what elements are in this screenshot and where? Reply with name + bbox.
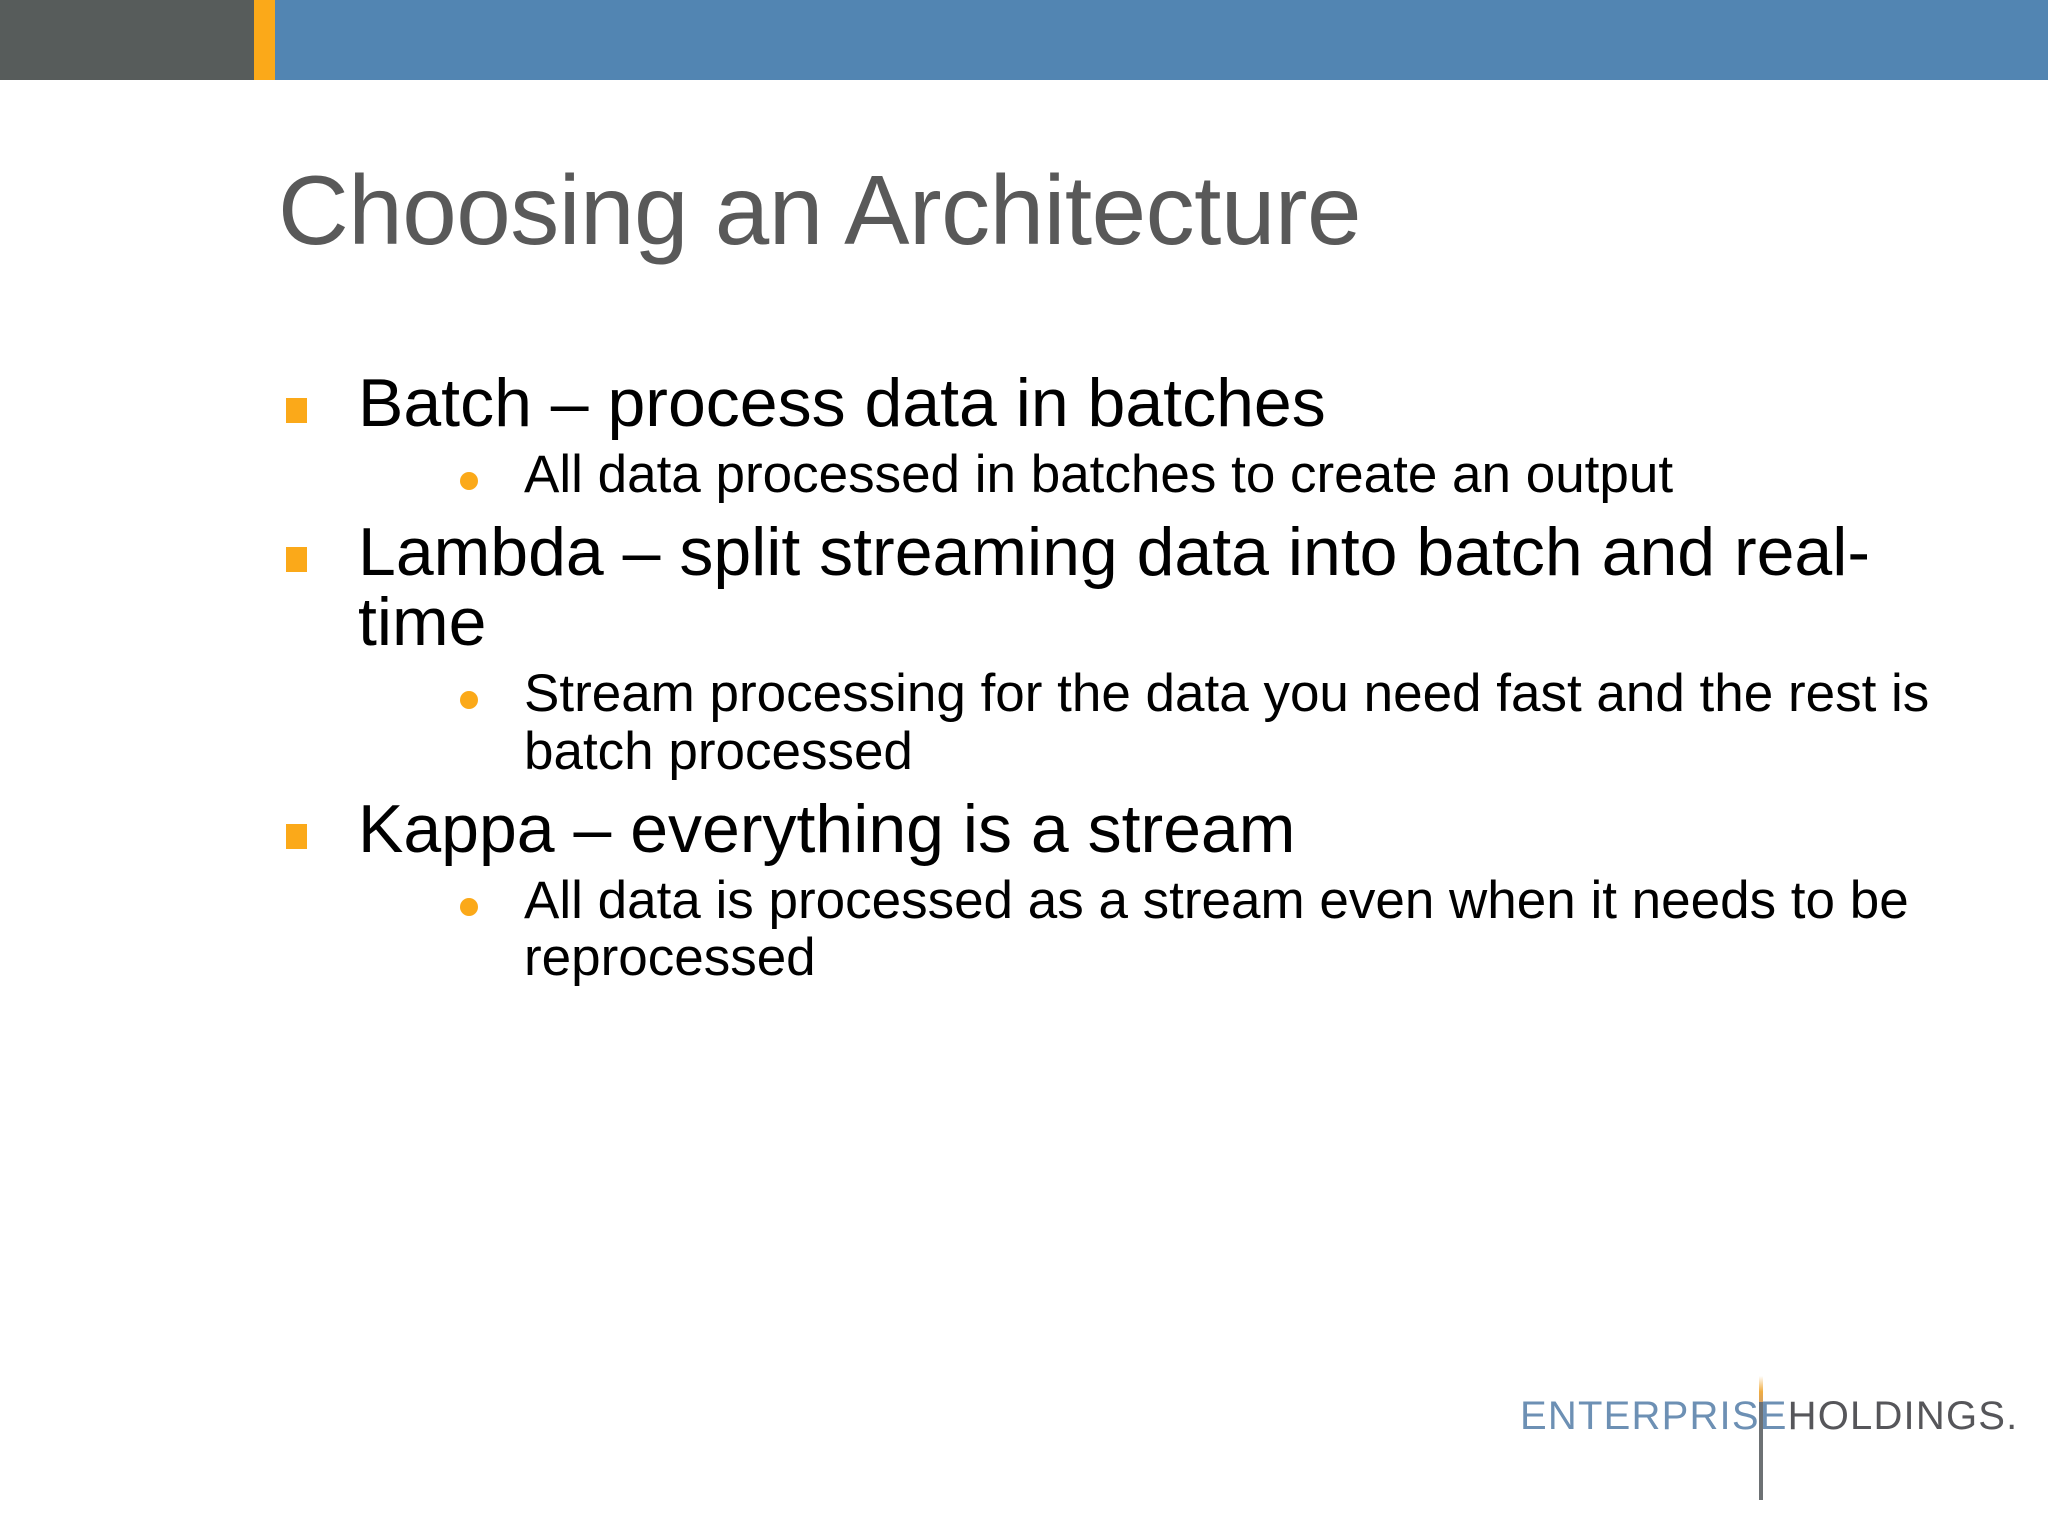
- sub-bullet-text: All data is processed as a stream even w…: [524, 870, 1909, 988]
- list-item: Lambda – split streaming data into batch…: [280, 517, 1980, 780]
- logo-text-enterprise: ENTERPRISE: [1520, 1394, 1788, 1438]
- enterprise-holdings-logo: ENTERPRISEHOLDINGS.: [1520, 1376, 2017, 1506]
- list-item: All data processed in batches to create …: [358, 446, 1980, 503]
- bullet-text: Batch – process data in batches: [358, 365, 1326, 441]
- bullet-list: Batch – process data in batches All data…: [280, 368, 1980, 986]
- logo-text-holdings: HOLDINGS.: [1787, 1394, 2019, 1438]
- sub-bullet-text: Stream processing for the data you need …: [524, 664, 1930, 781]
- logo-divider-orange-icon: [1759, 1376, 1763, 1402]
- logo-divider-gray-icon: [1759, 1402, 1763, 1500]
- logo-wordmark: ENTERPRISEHOLDINGS.: [1520, 1394, 2018, 1439]
- dot-bullet-icon: [460, 691, 478, 710]
- sub-bullet-list: All data is processed as a stream even w…: [358, 872, 1980, 986]
- list-item: Stream processing for the data you need …: [358, 664, 1980, 781]
- top-band-blue-segment: [275, 0, 2048, 80]
- list-item: Kappa – everything is a stream All data …: [280, 790, 1980, 986]
- sub-bullet-text: All data processed in batches to create …: [524, 445, 1674, 505]
- top-band-gray-segment: [0, 0, 254, 80]
- slide-top-band: [0, 0, 2048, 80]
- dot-bullet-icon: [460, 897, 478, 916]
- bullet-text: Kappa – everything is a stream: [358, 790, 1296, 867]
- square-bullet-icon: [286, 398, 307, 423]
- list-item: Batch – process data in batches All data…: [280, 368, 1980, 503]
- page-title: Choosing an Architecture: [278, 155, 1362, 265]
- slide-body: Batch – process data in batches All data…: [280, 368, 1980, 1000]
- bullet-text: Lambda – split streaming data into batch…: [358, 514, 1871, 661]
- square-bullet-icon: [286, 823, 307, 849]
- sub-bullet-list: All data processed in batches to create …: [358, 446, 1980, 503]
- sub-bullet-list: Stream processing for the data you need …: [358, 664, 1980, 781]
- top-band-orange-accent: [254, 0, 275, 80]
- list-item: All data is processed as a stream even w…: [358, 872, 1980, 986]
- dot-bullet-icon: [460, 472, 478, 491]
- square-bullet-icon: [286, 547, 307, 573]
